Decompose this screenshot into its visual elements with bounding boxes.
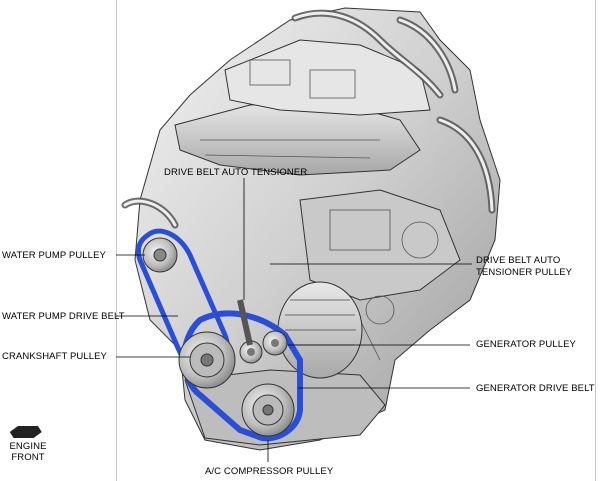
block-details	[200, 59, 439, 361]
ac-compressor-pulley-shape	[241, 383, 295, 437]
tensioner-pulley-shape	[239, 340, 263, 364]
label-water-pump-pulley: WATER PUMP PULLEY	[2, 250, 106, 261]
label-engine-front-line1: ENGINE	[9, 441, 47, 452]
engine-front-arrow-icon	[9, 426, 42, 438]
label-generator-pulley: GENERATOR PULLEY	[476, 339, 576, 350]
tensioner-arm	[237, 299, 253, 346]
frame-line-right	[595, 0, 596, 481]
generator-pulley-shape	[262, 330, 288, 356]
label-drive-belt-auto-tensioner-pulley-line1: DRIVE BELT AUTO	[476, 255, 561, 266]
label-drive-belt-auto-tensioner: DRIVE BELT AUTO TENSIONER	[164, 167, 308, 178]
label-engine-front-line2: FRONT	[11, 452, 45, 463]
label-crankshaft-pulley: CRANKSHAFT PULLEY	[2, 351, 107, 362]
hoses-highlight	[123, 11, 494, 227]
crankshaft-pulley-shape	[178, 331, 236, 389]
label-water-pump-drive-belt: WATER PUMP DRIVE BELT	[2, 311, 125, 322]
label-generator-drive-belt: GENERATOR DRIVE BELT	[476, 383, 595, 394]
frame-line-left	[116, 0, 117, 481]
label-ac-compressor-pulley: A/C COMPRESSOR PULLEY	[205, 466, 334, 477]
leader-lines	[116, 178, 472, 462]
label-drive-belt-auto-tensioner-pulley-line2: TENSIONER PULLEY	[476, 267, 573, 278]
water-pump-pulley-shape	[142, 237, 178, 273]
